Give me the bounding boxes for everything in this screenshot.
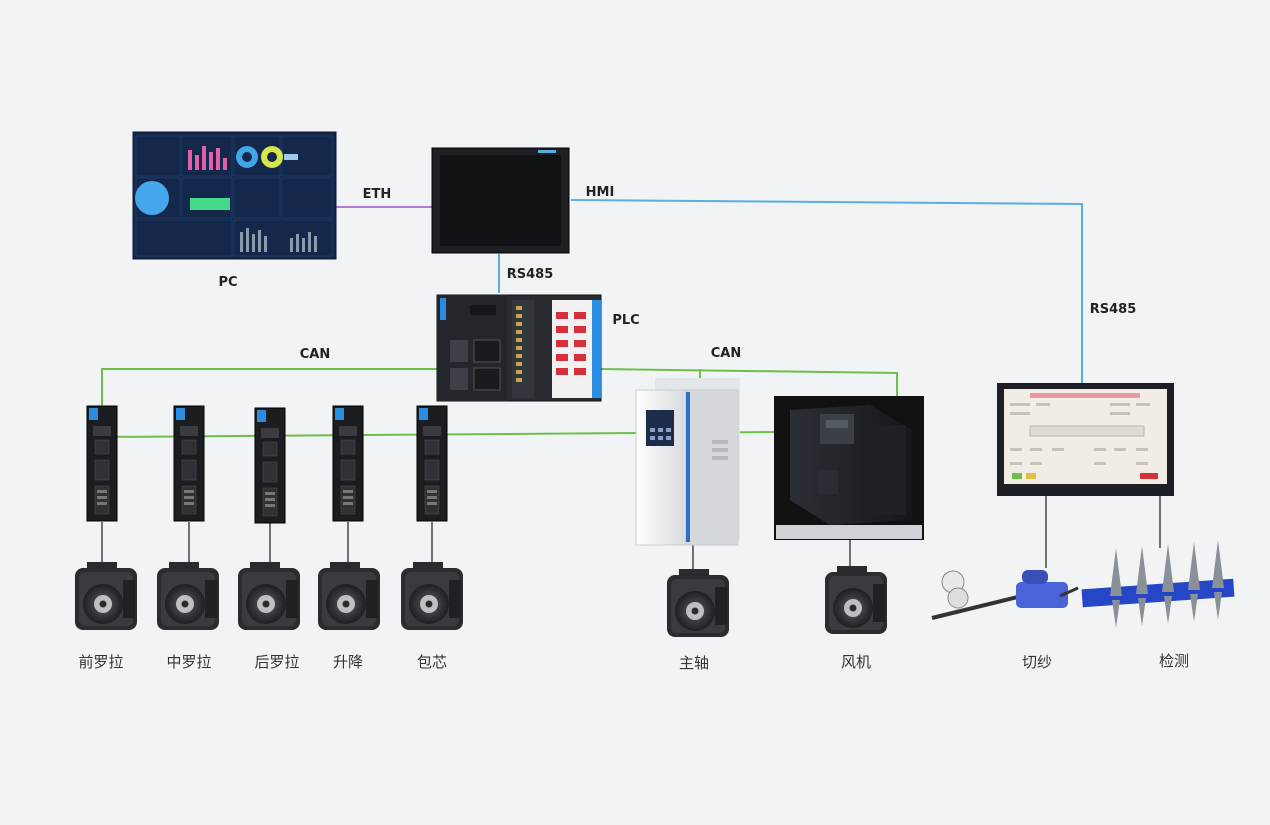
motor-label-spindle: 主轴 bbox=[679, 654, 709, 672]
plc-unit bbox=[436, 294, 602, 402]
can-right-label: CAN bbox=[711, 346, 741, 361]
rs485-top-label: RS485 bbox=[507, 267, 554, 282]
motor-label-back-roller: 后罗拉 bbox=[254, 653, 299, 671]
motor-label-fan: 风机 bbox=[841, 653, 871, 671]
yarn-cutter-device bbox=[931, 570, 1079, 620]
servo-motor bbox=[667, 569, 729, 637]
spindle-inverter bbox=[635, 378, 740, 546]
servo-motor bbox=[238, 562, 300, 630]
servo-drive bbox=[332, 405, 364, 522]
servo-drive bbox=[173, 405, 205, 522]
servo-motor bbox=[157, 562, 219, 630]
hmi-link-label: HMI bbox=[586, 185, 615, 200]
pc-dashboard-image bbox=[132, 131, 337, 260]
peripheral-label-cutter: 切纱 bbox=[1022, 653, 1052, 671]
motor-label-lift: 升降 bbox=[333, 653, 363, 671]
hmi-monitor bbox=[431, 147, 570, 254]
motor-label-front-roller: 前罗拉 bbox=[78, 653, 123, 671]
plc-label: PLC bbox=[612, 313, 639, 328]
motor-label-middle-roller: 中罗拉 bbox=[166, 653, 211, 671]
servo-motor bbox=[318, 562, 380, 630]
servo-drive bbox=[416, 405, 448, 522]
pc-label: PC bbox=[218, 275, 237, 290]
servo-motor bbox=[75, 562, 137, 630]
servo-motor bbox=[401, 562, 463, 630]
hmi-panel-right bbox=[997, 383, 1174, 496]
servo-drive bbox=[254, 407, 286, 524]
fan-inverter bbox=[774, 396, 924, 540]
hmi-link-line bbox=[570, 199, 1083, 383]
peripheral-label-detection: 检测 bbox=[1159, 652, 1189, 670]
can-left-bus-line bbox=[101, 368, 437, 408]
motor-label-core: 包芯 bbox=[417, 653, 447, 671]
can-left-label: CAN bbox=[300, 347, 330, 362]
servo-motor bbox=[825, 566, 887, 634]
detection-device bbox=[1081, 540, 1235, 628]
rs485-right-label: RS485 bbox=[1090, 302, 1137, 317]
servo-drive bbox=[86, 405, 118, 522]
eth-label: ETH bbox=[363, 187, 392, 202]
